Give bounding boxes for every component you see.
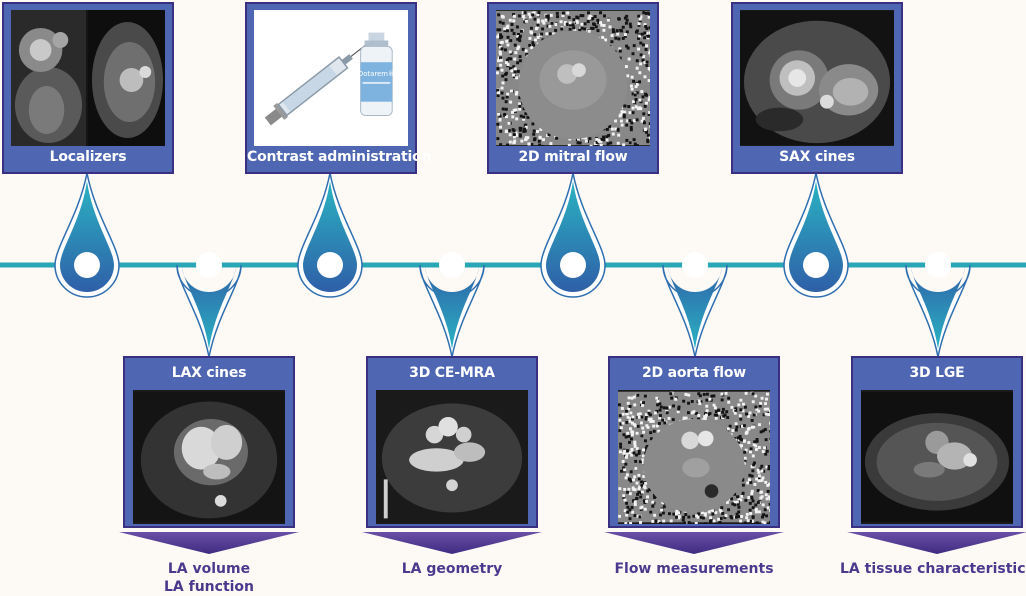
lax-cines-image (133, 390, 285, 524)
timeline-pin-icon (420, 252, 484, 357)
step-card-2d-aorta-flow: 2D aorta flow (608, 356, 780, 528)
outcome-line2: LA function (114, 578, 304, 596)
step-card-sax-cines: SAX cines (731, 2, 903, 174)
step-card-2d-mitral-flow: 2D mitral flow (487, 2, 659, 174)
ce-mra-image (376, 390, 528, 524)
step-label-2d-aorta-flow: 2D aorta flow (610, 358, 778, 388)
lge-image (861, 390, 1013, 524)
timeline-pin-icon (784, 173, 848, 297)
step-card-3d-lge: 3D LGE (851, 356, 1023, 528)
localizers-image (11, 10, 165, 146)
step-card-contrast-administration: Dotarem® Contrast administration (245, 2, 417, 174)
step-label-contrast-administration: Contrast administration (247, 142, 415, 172)
sax-cines-image (740, 10, 894, 146)
outcome-banner (847, 532, 1026, 554)
step-card-localizers: Localizers (2, 2, 174, 174)
step-label-sax-cines: SAX cines (733, 142, 901, 172)
outcome-la-geometry: LA geometry (357, 560, 547, 578)
step-card-3d-ce-mra: 3D CE-MRA (366, 356, 538, 528)
timeline-pin-icon (177, 252, 241, 357)
mitral-flow-image (496, 10, 650, 146)
outcome-line1: LA volume (114, 560, 304, 578)
outcome-banner (119, 532, 299, 554)
timeline-pin-icon (298, 173, 362, 297)
timeline-pin-icon (55, 173, 119, 297)
step-label-3d-lge: 3D LGE (853, 358, 1021, 388)
step-label-localizers: Localizers (4, 142, 172, 172)
step-label-3d-ce-mra: 3D CE-MRA (368, 358, 536, 388)
contrast-image: Dotarem® (254, 10, 408, 146)
step-label-lax-cines: LAX cines (125, 358, 293, 388)
outcome-flow-measurements: Flow measurements (599, 560, 789, 578)
vial-label: Dotarem® (358, 70, 395, 78)
outcome-banner (604, 532, 784, 554)
outcome-line1: Flow measurements (599, 560, 789, 578)
outcome-la-tissue-characteristics: LA tissue characteristics (840, 560, 1026, 578)
timeline-pin-icon (663, 252, 727, 357)
outcome-banner (362, 532, 542, 554)
step-card-lax-cines: LAX cines (123, 356, 295, 528)
step-label-2d-mitral-flow: 2D mitral flow (489, 142, 657, 172)
timeline-pin-icon (541, 173, 605, 297)
aorta-flow-image (618, 390, 770, 524)
outcome-la-volume-function: LA volume LA function (114, 560, 304, 596)
timeline-pin-icon (906, 252, 970, 357)
outcome-line1: LA geometry (357, 560, 547, 578)
outcome-line1: LA tissue characteristics (840, 560, 1026, 578)
